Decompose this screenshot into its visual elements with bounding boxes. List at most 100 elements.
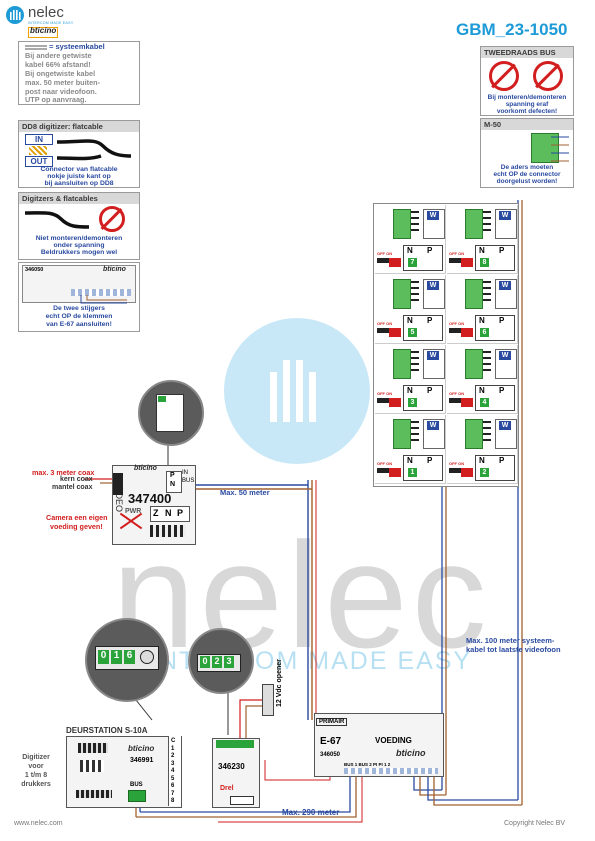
phone-number-badge: 5: [408, 328, 417, 337]
door-terminal: 4: [171, 768, 175, 774]
term-n: N: [479, 316, 485, 325]
interface-pwr-label: PWR: [125, 508, 142, 515]
term-n: N: [479, 386, 485, 395]
switch-off-on: OFF ON: [449, 461, 465, 466]
m50-connector: [465, 419, 483, 449]
dd8-line-3: bij aansluiten op DD8: [44, 180, 114, 187]
footer-copyright: Copyright Nelec BV: [504, 820, 566, 827]
videophone-module: W OFF ON N P 3: [375, 345, 446, 414]
m50-wire-icon: [411, 421, 419, 445]
switch-off-on: OFF ON: [377, 391, 393, 396]
psu-voeding: VOEDING: [375, 736, 412, 745]
dd8-connector-stripes: [29, 146, 47, 155]
switch-icon: [377, 328, 389, 333]
sub-brand-name: bticino: [30, 26, 57, 35]
switch-icon: [377, 398, 389, 403]
videophone-w: W: [499, 421, 511, 430]
m50-wire-icon: [483, 421, 491, 445]
phone-code-dipswitch: [461, 328, 473, 337]
videophone-module: W OFF ON N P 5: [375, 275, 446, 344]
door-terminal: 3: [171, 760, 175, 767]
max-290-label: Max. 290 meter: [282, 808, 340, 817]
term-p: P: [499, 456, 505, 465]
door-bus-terminal: [128, 790, 146, 802]
door-terminal: 1: [171, 745, 175, 752]
e67-note-line-3: van E-67 aansluiten!: [46, 321, 112, 328]
videophone-module: W OFF ON N P 8: [447, 205, 518, 274]
videophone-w: W: [427, 351, 439, 360]
switch-icon: [449, 468, 461, 473]
door-digit-dipswitch: [80, 760, 104, 772]
interface-term-n: N: [170, 481, 176, 488]
phone-code-dipswitch: [389, 468, 401, 477]
psu-e67: [314, 713, 444, 777]
systeemkabel-line-4: max. 50 meter buiten-: [25, 78, 101, 87]
systeemkabel-line-2: kabel 66% afstand!: [25, 60, 91, 69]
interface-bus-label: BUS: [182, 478, 195, 484]
switch-off-on: OFF ON: [377, 251, 393, 256]
interface-term-p: P: [170, 472, 175, 479]
term-n: N: [479, 246, 485, 255]
videophone-w: W: [427, 281, 439, 290]
zoom-green-led: [158, 396, 166, 402]
note-e67-connect: 346050 bticino De twee stijgers echt OP …: [18, 262, 140, 332]
door-part: 346991: [130, 757, 154, 764]
switch-icon: [377, 468, 389, 473]
tweedraads-line-2: spanning eraf: [505, 101, 549, 108]
phone-number-badge: 2: [480, 468, 489, 477]
mini-psu-brand: bticino: [103, 266, 126, 273]
interface-coax-terminal-icon: [113, 473, 123, 495]
m50-connector: [393, 419, 411, 449]
videophone-w: W: [499, 211, 511, 220]
phone-number-badge: 7: [408, 258, 417, 267]
zoom-left-digit-1: 1: [111, 650, 122, 664]
systeemkabel-line-1: Bij andere getwiste: [25, 51, 92, 60]
term-n: N: [479, 456, 485, 465]
term-n: N: [407, 456, 413, 465]
m50-wire-icon: [483, 281, 491, 305]
videophone-w: W: [499, 281, 511, 290]
dd8-line-1: Connector van flatcable: [40, 166, 118, 173]
riser-wires: [80, 295, 127, 304]
term-p: P: [499, 316, 505, 325]
digitizers-header: Digitzers & flatcables: [19, 193, 139, 204]
m50-connector: [465, 209, 483, 239]
phone-number-badge: 3: [408, 398, 417, 407]
footer-url[interactable]: www.nelec.com: [14, 820, 63, 827]
door-terminal: 2: [171, 753, 175, 759]
switch-icon: [449, 258, 461, 263]
videophone-module: W OFF ON N P 6: [447, 275, 518, 344]
switch-off-on: OFF ON: [449, 321, 465, 326]
term-n: N: [407, 246, 413, 255]
interface-bus-terminal: [166, 471, 182, 493]
systeemkabel-title: = systeemkabel: [49, 42, 105, 51]
psu-brand: bticino: [396, 748, 426, 758]
m50-wire-icon: [411, 281, 419, 305]
tweedraads-line-3: voorkomt defecten!: [496, 108, 558, 115]
flatcable-icon: [24, 211, 90, 229]
relay-top-terminal: [216, 740, 254, 748]
interface-term-n2: N: [165, 508, 172, 518]
digitizers-line-2: onder spanning: [53, 242, 105, 249]
digitizer-note-4: drukkers: [21, 781, 51, 788]
phone-code-dipswitch: [389, 398, 401, 407]
relay-label: Drel: [220, 785, 234, 792]
m50-line-2: echt OP de connector: [493, 171, 561, 178]
m50-connector: [393, 279, 411, 309]
m50-connector: [393, 349, 411, 379]
phone-code-dipswitch: [389, 258, 401, 267]
interface-term-p2: P: [177, 508, 184, 518]
door-brand: bticino: [128, 744, 155, 753]
coax-kern-label: kern coax: [60, 476, 93, 483]
no-tool-icon: [533, 61, 563, 91]
note-m50: M-50 De aders moeten echt OP de connecto…: [480, 118, 574, 188]
opener-label: 12 Vdc opener: [276, 659, 283, 707]
systeemkabel-line-6: UTP op aanvraag.: [25, 95, 87, 104]
zoom-left-digit-2: 6: [124, 650, 135, 664]
max-50-label: Max. 50 meter: [220, 488, 270, 497]
systeemkabel-line-3: Bij ongetwiste kabel: [25, 69, 96, 78]
zoom-left-screw-icon: [140, 650, 154, 664]
term-p: P: [427, 316, 433, 325]
interface-bottom-connector: [150, 525, 186, 537]
m50-connector: [393, 209, 411, 239]
